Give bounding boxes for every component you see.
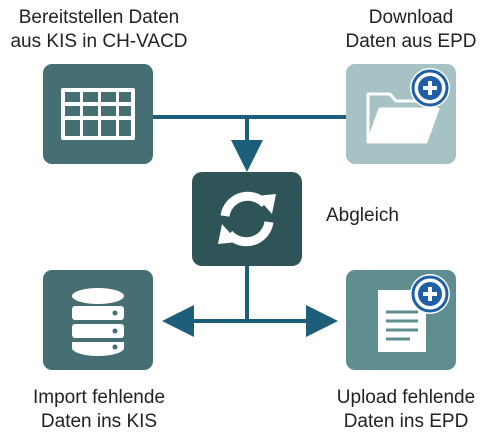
epd-cross-icon <box>410 274 450 314</box>
upload-epd-label: Upload fehlende Daten ins EPD <box>336 387 476 432</box>
sync-icon <box>218 191 276 247</box>
database-icon <box>72 288 124 356</box>
table-icon <box>61 88 135 140</box>
reconcile-box[interactable] <box>192 172 302 266</box>
provide-kis-box[interactable] <box>43 64 153 164</box>
download-epd-label: Download Daten aus EPD <box>345 7 477 52</box>
import-kis-box[interactable] <box>43 270 153 370</box>
epd-cross-icon <box>410 68 450 108</box>
provide-kis-label: Bereitstellen Daten aus KIS in CH-VACD <box>10 7 188 52</box>
import-kis-label: Import fehlende Daten ins KIS <box>32 387 166 432</box>
reconcile-label: Abgleich <box>326 205 399 226</box>
